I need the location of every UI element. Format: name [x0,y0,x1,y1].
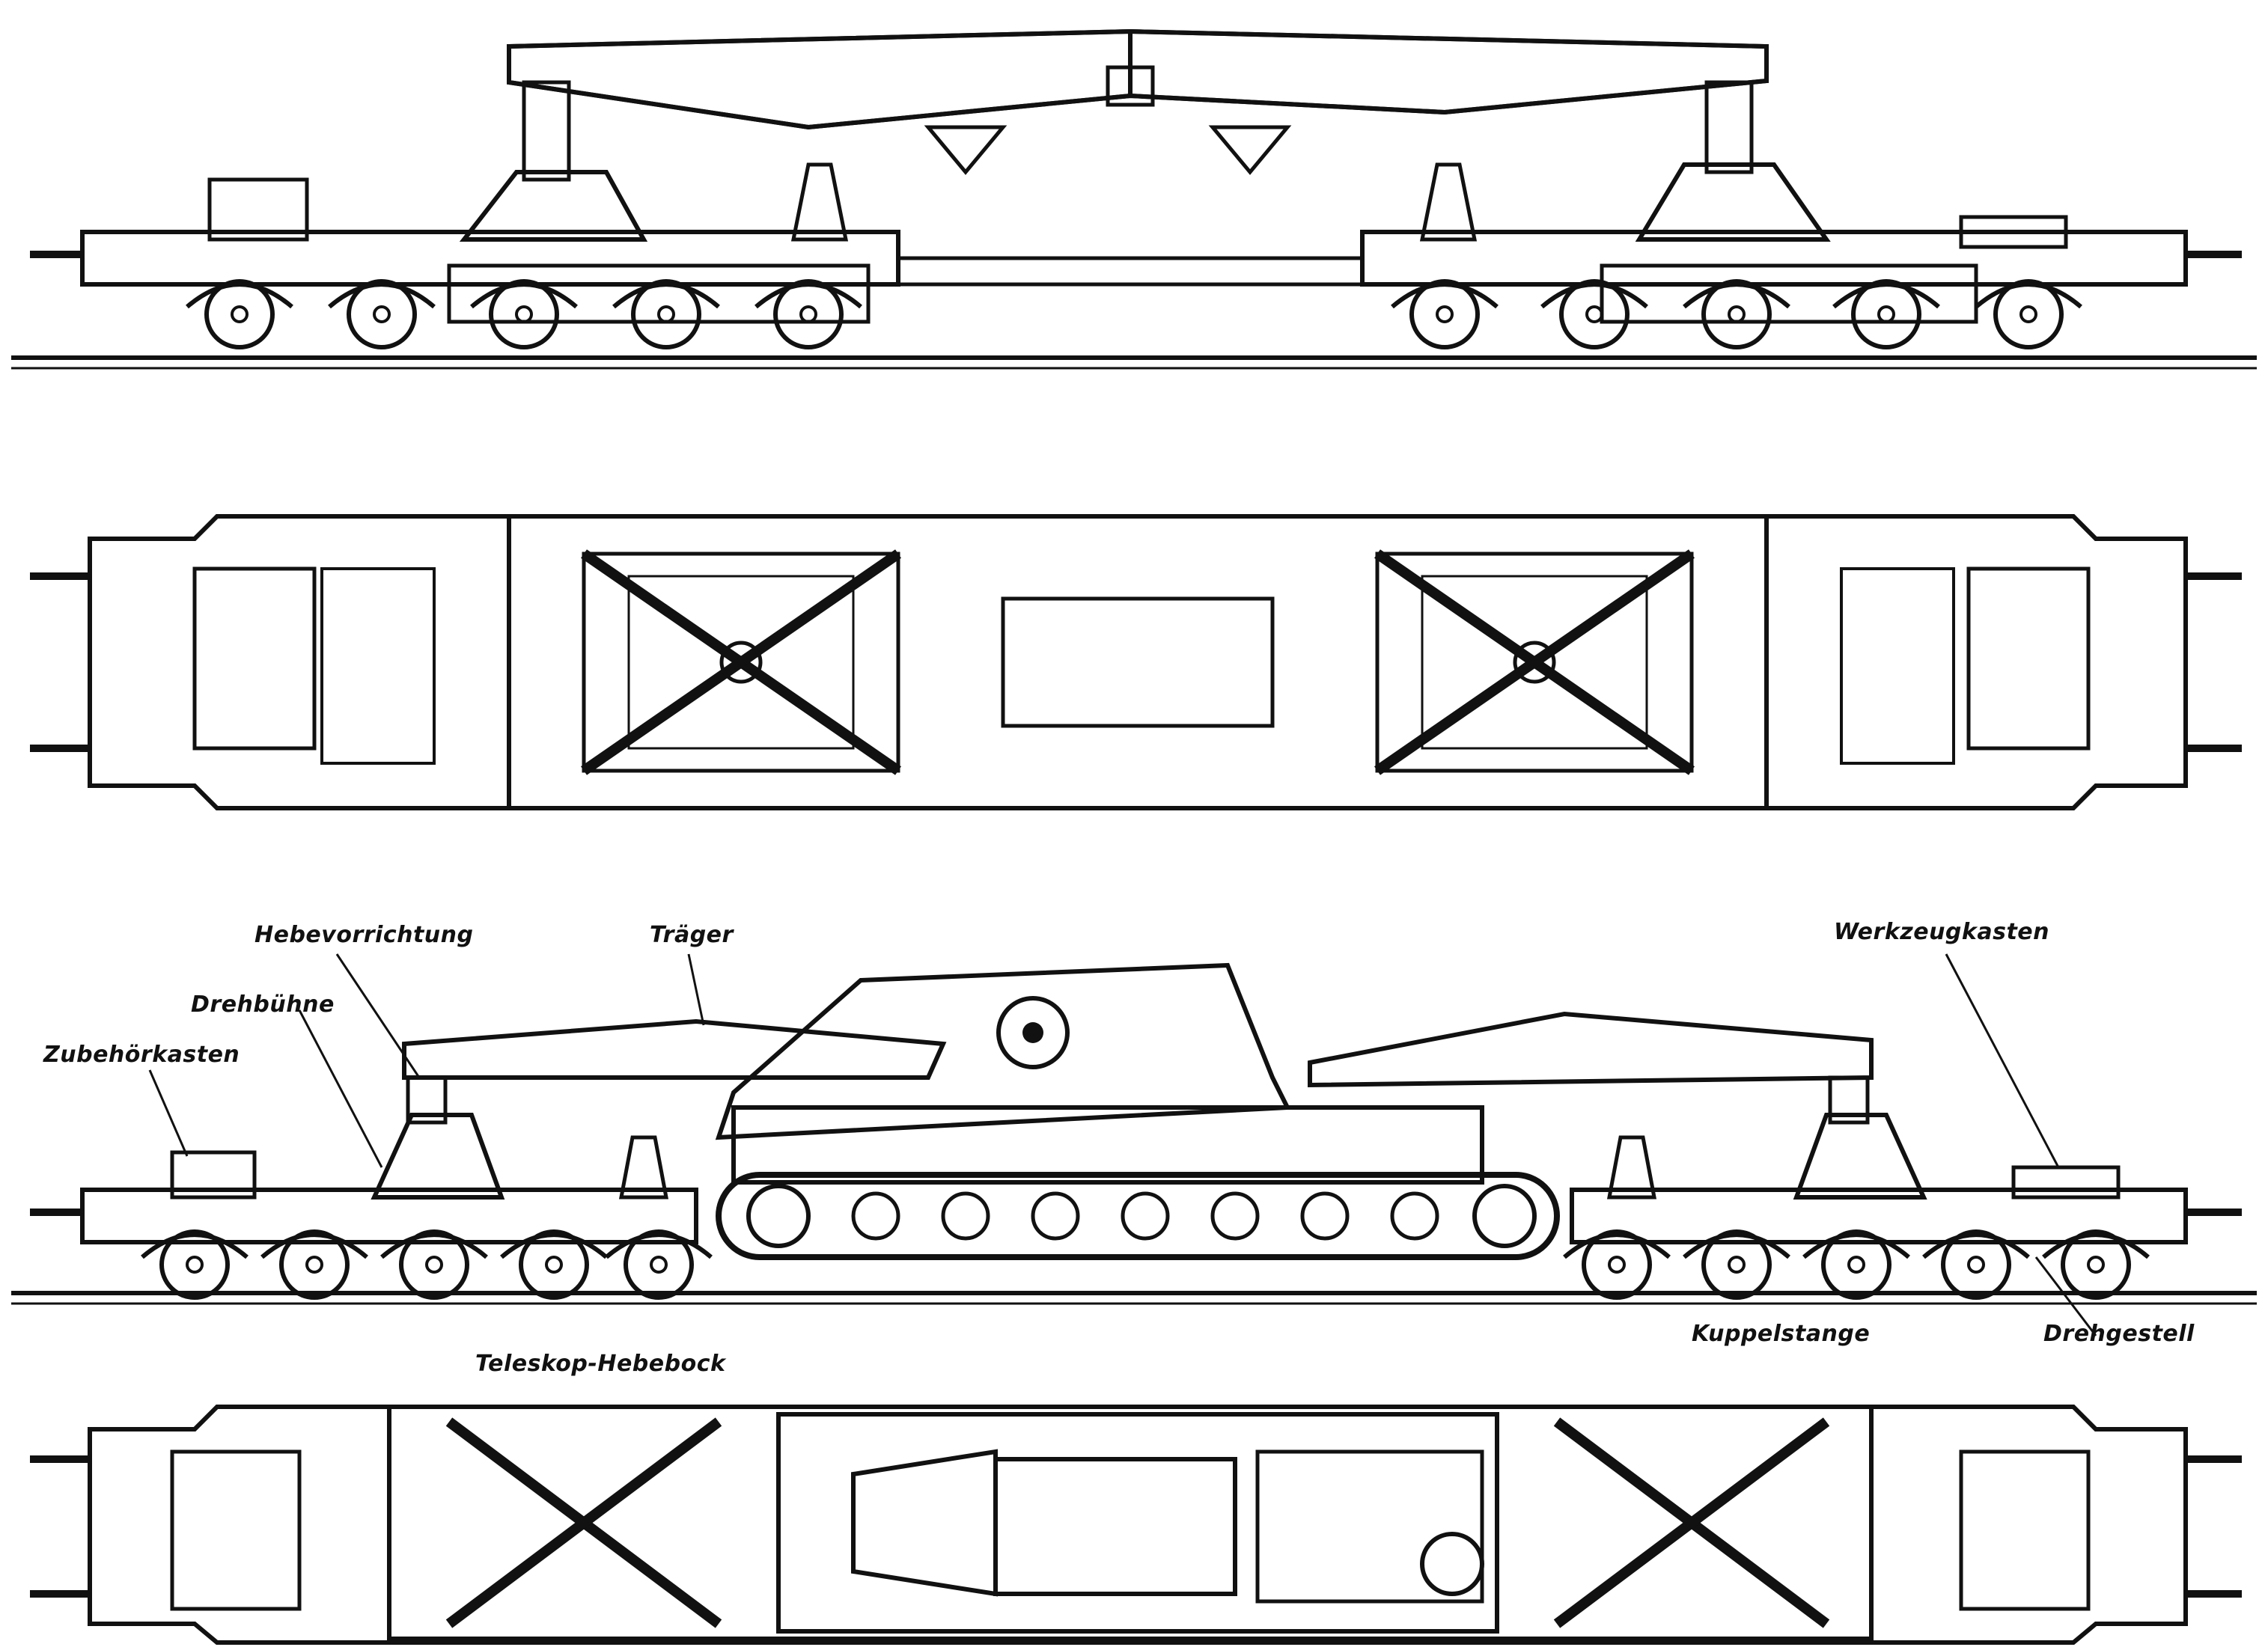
left-girder [402,1018,947,1080]
mortar-top [776,1412,1499,1634]
coupling-rod [898,256,1362,287]
right-car-side [1360,80,2242,347]
label-teleskop-hebebock: Teleskop-Hebebock [475,1351,726,1377]
leader-lines [148,953,2097,1336]
right-girder [1308,1011,1874,1088]
label-kuppelstange: Kuppelstange [1692,1321,1871,1347]
label-traeger: Träger [650,922,734,948]
mortar-vehicle [715,962,1560,1260]
label-hebevorrichtung: Hebevorrichtung [254,922,474,948]
right-turntable-top [1374,549,1695,775]
view-side-transport [11,28,2257,370]
label-werkzeugkasten: Werkzeugkasten [1834,919,2050,945]
label-drehgestell: Drehgestell [2043,1321,2195,1347]
view-top-transport [30,514,2242,810]
top-girder [507,514,1769,810]
left-turntable-top [581,549,901,775]
left-car-loaded [30,1075,711,1298]
view-side-loaded [11,953,2257,1336]
right-car-loaded [1564,1075,2242,1298]
view-top-loaded [30,1405,2242,1645]
label-drehbuehne: Drehbühne [191,991,335,1018]
label-zubehoerkasten: Zubehörkasten [43,1042,240,1068]
girder [507,28,1769,175]
